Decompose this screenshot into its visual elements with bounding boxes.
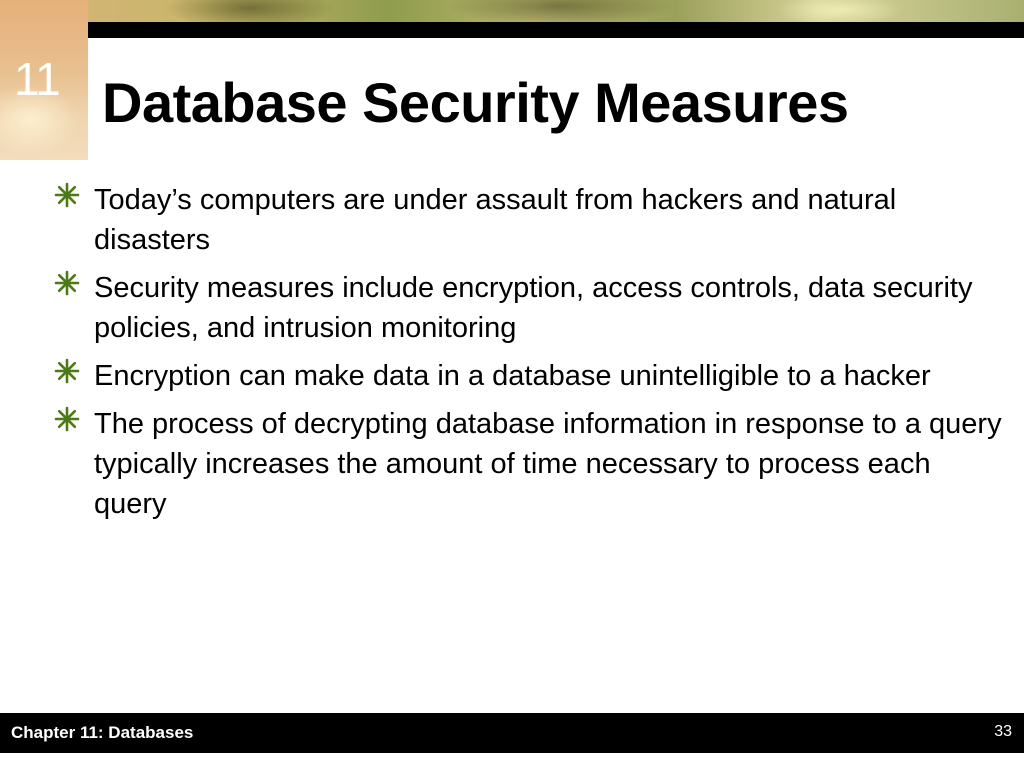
bullet-item: The process of decrypting database infor… <box>54 404 1009 524</box>
header-black-bar <box>88 22 1024 38</box>
bullet-text: The process of decrypting database infor… <box>94 408 1002 520</box>
bullet-item: Today’s computers are under assault from… <box>54 180 1009 260</box>
asterisk-star-icon <box>54 270 80 296</box>
bullet-text: Encryption can make data in a database u… <box>94 360 931 392</box>
slide-footer: Chapter 11: Databases 33 <box>0 713 1024 753</box>
bullet-item: Encryption can make data in a database u… <box>54 356 1009 396</box>
asterisk-star-icon <box>54 182 80 208</box>
bullet-list: Today’s computers are under assault from… <box>54 180 1009 532</box>
bullet-text: Today’s computers are under assault from… <box>94 184 897 256</box>
chapter-tile: 11 <box>0 0 88 160</box>
asterisk-star-icon <box>54 358 80 384</box>
bullet-text: Security measures include encryption, ac… <box>94 272 973 344</box>
asterisk-star-icon <box>54 406 80 432</box>
chapter-number: 11 <box>14 53 61 105</box>
bullet-item: Security measures include encryption, ac… <box>54 268 1009 348</box>
header-photo-banner <box>0 0 1024 22</box>
slide-title: Database Security Measures <box>102 71 849 134</box>
footer-chapter-label: Chapter 11: Databases <box>11 723 194 742</box>
page-number: 33 <box>994 723 1012 740</box>
